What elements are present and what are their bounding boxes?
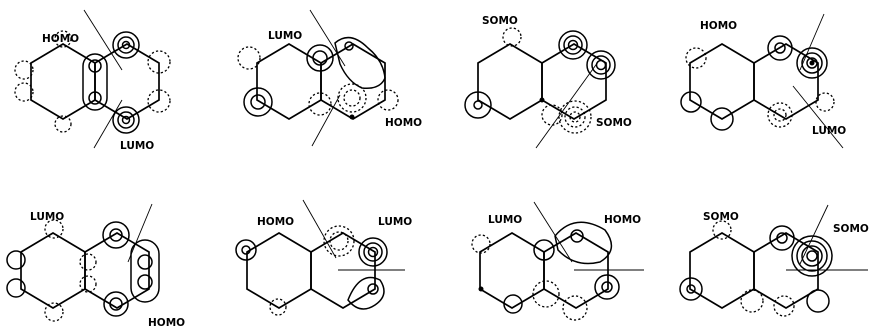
symmetry-line — [309, 9, 346, 67]
naphthalene-skeleton — [256, 43, 386, 120]
symmetry-line — [535, 61, 599, 149]
orbital-label: SOMO — [596, 117, 632, 129]
symmetry-line — [302, 199, 337, 259]
orbital-label: HOMO — [385, 117, 422, 129]
naphthalene-skeleton — [689, 232, 819, 309]
naphthalene-skeleton — [30, 43, 160, 120]
orbital-lobes — [464, 27, 616, 134]
panel-6: HOMO LUMO — [235, 199, 412, 316]
orbital-lobes — [237, 36, 399, 120]
panel-5: LUMO HOMO — [6, 203, 185, 328]
orbital-lobes — [235, 225, 388, 316]
orbital-label: LUMO — [30, 211, 64, 223]
panel-3: SOMO SOMO — [464, 15, 632, 149]
symmetry-line — [799, 204, 829, 265]
orbital-label: LUMO — [812, 125, 846, 137]
naphthalene-skeleton — [479, 232, 609, 309]
orbital-lobes — [680, 35, 835, 131]
orbital-lobes — [679, 220, 833, 317]
symmetry-line — [792, 85, 844, 149]
panel-2: LUMO HOMO — [237, 9, 422, 147]
naphthalene-skeleton — [20, 232, 150, 309]
orbital-lobes — [6, 219, 160, 322]
naphthalene-skeleton — [246, 232, 376, 309]
panel-4: HOMO LUMO — [680, 13, 846, 149]
symmetry-line — [533, 201, 573, 263]
orbital-label: HOMO — [700, 20, 737, 32]
naphthalene-skeleton — [477, 43, 607, 120]
orbital-label: LUMO — [120, 140, 154, 152]
orbital-label: SOMO — [482, 15, 518, 27]
naphthalene-skeleton — [689, 43, 819, 120]
symmetry-line — [83, 9, 123, 71]
orbital-label: HOMO — [42, 33, 79, 45]
orbital-label: HOMO — [604, 214, 641, 226]
orbital-label: LUMO — [488, 214, 522, 226]
panel-8: SOMO SOMO — [679, 204, 869, 317]
panel-7: LUMO HOMO — [471, 201, 644, 321]
orbital-lobes — [471, 221, 620, 321]
symmetry-line — [127, 203, 153, 263]
orbital-label: HOMO — [148, 317, 185, 328]
orbital-label: HOMO — [257, 216, 294, 228]
panel-1: HOMO LUMO — [14, 9, 171, 152]
orbital-lobes — [14, 30, 171, 134]
symmetry-line — [799, 13, 825, 71]
symmetry-line — [93, 99, 123, 149]
orbital-label: SOMO — [833, 223, 869, 235]
orbital-label: LUMO — [378, 216, 412, 228]
symmetry-line — [311, 94, 341, 147]
orbital-label: LUMO — [268, 30, 302, 42]
orbital-label: SOMO — [703, 211, 739, 223]
